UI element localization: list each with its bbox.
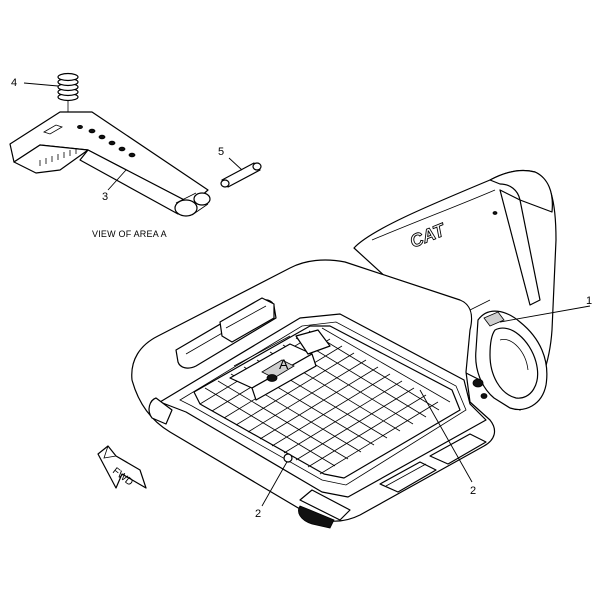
pin-part-5: [220, 162, 262, 188]
bracket-holes: [77, 125, 136, 158]
front-adjust-handle: [175, 297, 277, 369]
callout-5: 5: [218, 146, 224, 158]
bracket-teeth: [39, 148, 77, 166]
front-tabs: [148, 397, 351, 529]
forward-direction-arrow: FWD: [97, 445, 147, 489]
callout-2-right: 2: [470, 485, 476, 497]
callout-3: 3: [102, 191, 108, 203]
detail-view-area-a: 4 5 3 VIEW OF AREA A: [9, 72, 262, 239]
seat-assembly: CAT: [131, 169, 592, 529]
recline-knob-part-1: [472, 310, 548, 410]
area-label-a: A: [279, 356, 289, 372]
callout-4: 4: [11, 77, 17, 89]
coil-spring-part-4: [57, 72, 79, 112]
lever-bracket-part-3: [9, 111, 211, 217]
callout-1: 1: [586, 295, 592, 307]
callout-2-left: 2: [255, 508, 261, 520]
view-caption: VIEW OF AREA A: [92, 229, 167, 239]
area-a-mechanism: [229, 329, 331, 401]
rear-mount-pads: [379, 433, 487, 493]
